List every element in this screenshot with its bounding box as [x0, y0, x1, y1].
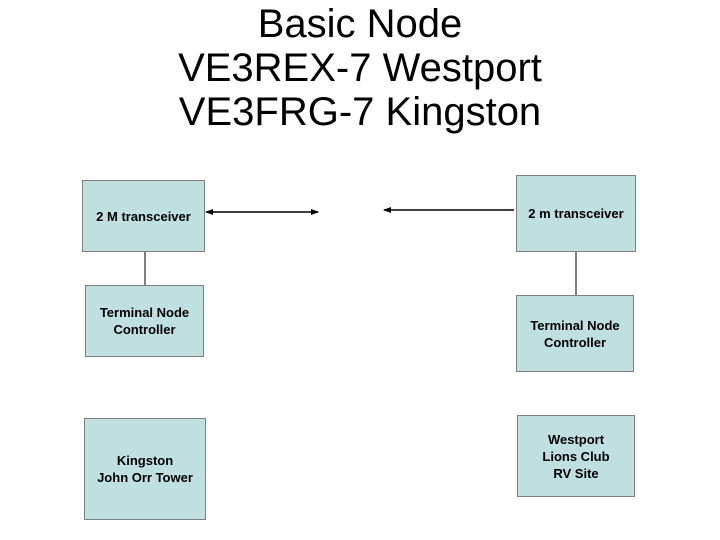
right-site-box: Westport Lions Club RV Site	[517, 415, 635, 497]
left-transceiver-label: 2 M transceiver	[96, 208, 191, 224]
right-site-label: Westport Lions Club RV Site	[542, 431, 610, 481]
right-tnc-box: Terminal Node Controller	[516, 295, 634, 372]
left-site-label: Kingston John Orr Tower	[97, 453, 193, 485]
left-site-box: Kingston John Orr Tower	[84, 418, 206, 520]
title-line-2: VE3REX-7 Westport	[178, 46, 542, 90]
left-tnc-box: Terminal Node Controller	[85, 285, 204, 357]
right-transceiver-box: 2 m transceiver	[516, 175, 636, 252]
right-transceiver-label: 2 m transceiver	[528, 206, 624, 221]
title-line-1: Basic Node	[257, 2, 463, 46]
left-tnc-label: Terminal Node Controller	[99, 305, 190, 337]
right-tnc-label: Terminal Node Controller	[530, 317, 620, 350]
left-transceiver-box: 2 M transceiver	[82, 180, 205, 252]
title-line-3: VE3FRG-7 Kingston	[178, 90, 542, 134]
diagram-title: Basic Node VE3REX-7 Westport VE3FRG-7 Ki…	[0, 2, 720, 134]
